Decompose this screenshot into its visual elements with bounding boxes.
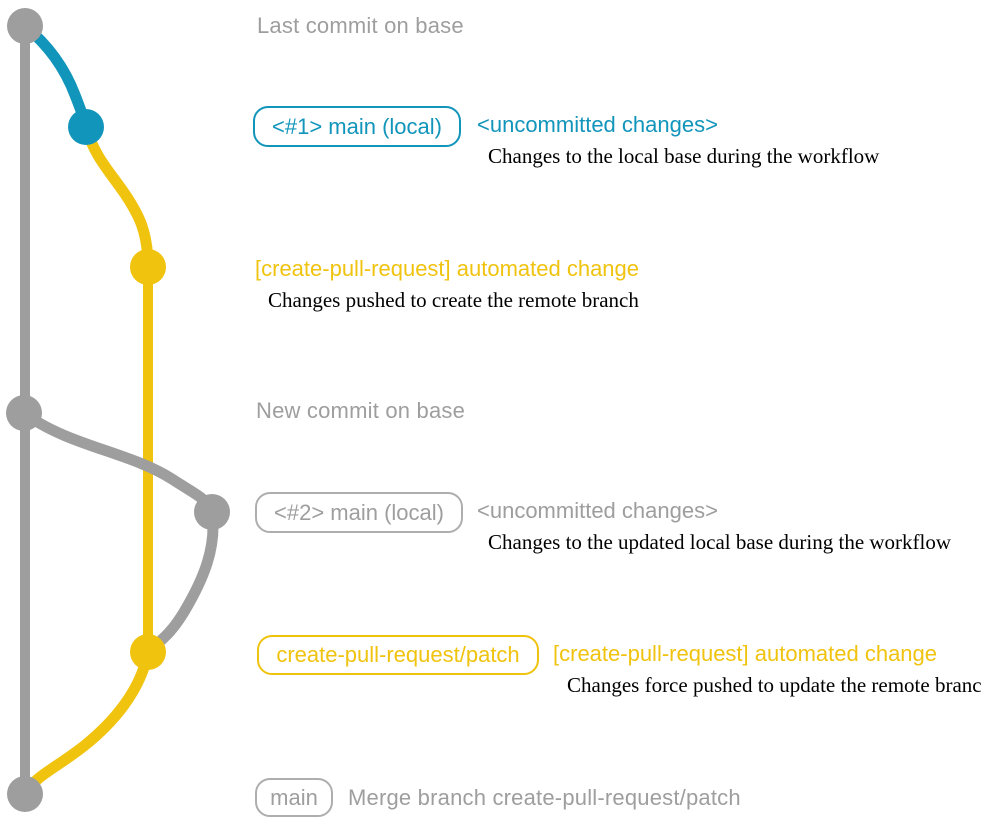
label-new-commit-on-base: New commit on base	[256, 398, 466, 423]
commit-desc-push-create: Changes pushed to create the remote bran…	[268, 288, 639, 312]
branch-badge-main-local-1: <#1> main (local)	[253, 106, 461, 147]
commit-dot-merge	[7, 776, 43, 812]
branch-badge-label: <#2> main (local)	[274, 499, 444, 525]
commit-dot-main-local-1	[68, 109, 104, 145]
commit-title-uncommitted-changes-2: <uncommitted changes>	[477, 498, 718, 523]
commit-dot-main-local-2	[194, 494, 230, 530]
branch-patch-segment-upper	[80, 121, 154, 273]
commit-desc-updated-local-base: Changes to the updated local base during…	[488, 530, 952, 554]
branch-badge-label: create-pull-request/patch	[276, 642, 520, 667]
commit-dot-new-base	[6, 395, 42, 431]
commit-title-uncommitted-changes-1: <uncommitted changes>	[477, 112, 718, 137]
commit-title-automated-change-2: [create-pull-request] automated change	[553, 641, 938, 666]
commit-title-automated-change-1: [create-pull-request] automated change	[255, 256, 640, 281]
branch-badge-main-local-2: <#2> main (local)	[255, 492, 463, 533]
branch-main-local-2-to-patch-segment	[144, 506, 219, 656]
branch-patch-merge-segment	[19, 646, 154, 800]
commit-dot-patch-2	[130, 634, 166, 670]
commit-desc-local-base: Changes to the local base during the wor…	[488, 144, 880, 168]
branch-badge-patch: create-pull-request/patch	[257, 635, 539, 675]
commit-title-merge-branch: Merge branch create-pull-request/patch	[348, 785, 741, 810]
branch-badge-label: main	[270, 784, 318, 810]
branch-badge-label: <#1> main (local)	[272, 113, 442, 139]
label-last-commit-on-base: Last commit on base	[257, 13, 464, 38]
commit-dot-last-base	[7, 8, 43, 44]
commit-dot-patch-1	[130, 249, 166, 285]
branch-badge-main: main	[255, 778, 333, 817]
commit-desc-force-push: Changes force pushed to update the remot…	[567, 673, 981, 697]
branch-main-local-2-segment	[18, 407, 218, 518]
